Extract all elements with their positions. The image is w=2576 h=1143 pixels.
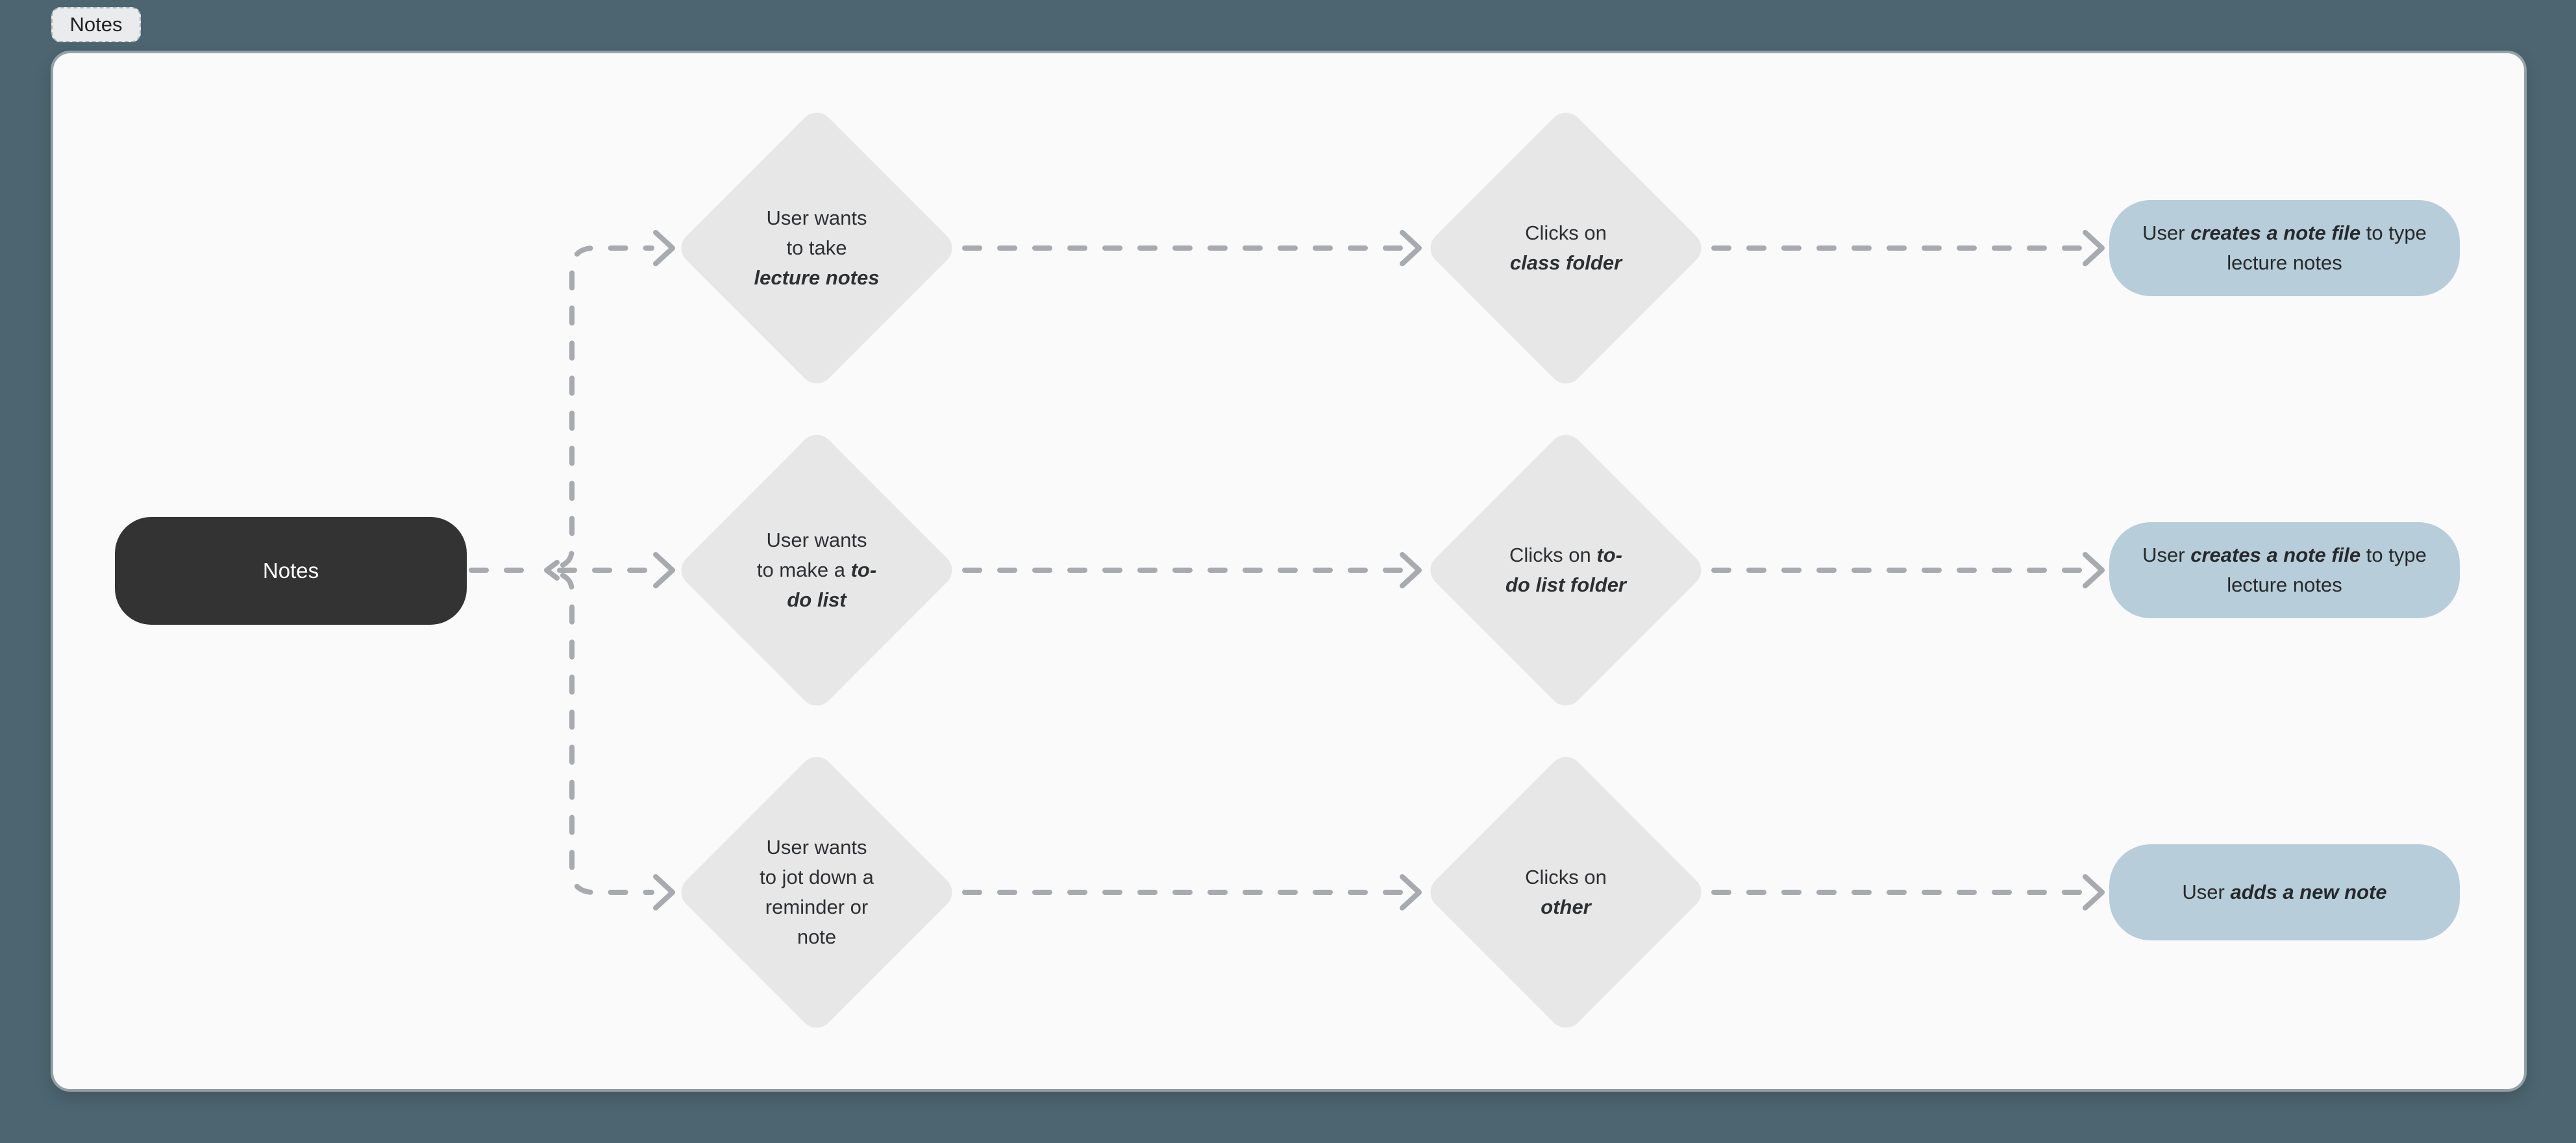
arrowhead-icon (1400, 552, 1422, 588)
section-tab-notes[interactable]: Notes (51, 7, 141, 42)
arrowhead-icon (653, 552, 675, 588)
arrowhead-icon (2083, 230, 2105, 266)
start-node-notes[interactable]: Notes (115, 517, 467, 625)
branch-arrowhead-icon (544, 560, 560, 581)
arrowhead-icon (1400, 874, 1422, 911)
connector-branch-down[interactable] (560, 573, 654, 895)
start-node-label: Notes (262, 559, 319, 583)
section-tab-label: Notes (69, 13, 123, 36)
outcome-pill-row3[interactable]: User adds a new note (2109, 844, 2460, 940)
arrowhead-icon (2083, 874, 2105, 911)
arrowhead-icon (653, 230, 675, 266)
arrowhead-icon (653, 874, 675, 911)
connector-branch-up[interactable] (560, 245, 654, 568)
arrowhead-icon (2083, 552, 2105, 588)
diamond-label: Clicks on to-do list folder (1505, 544, 1626, 596)
arrowhead-icon (1400, 230, 1422, 266)
